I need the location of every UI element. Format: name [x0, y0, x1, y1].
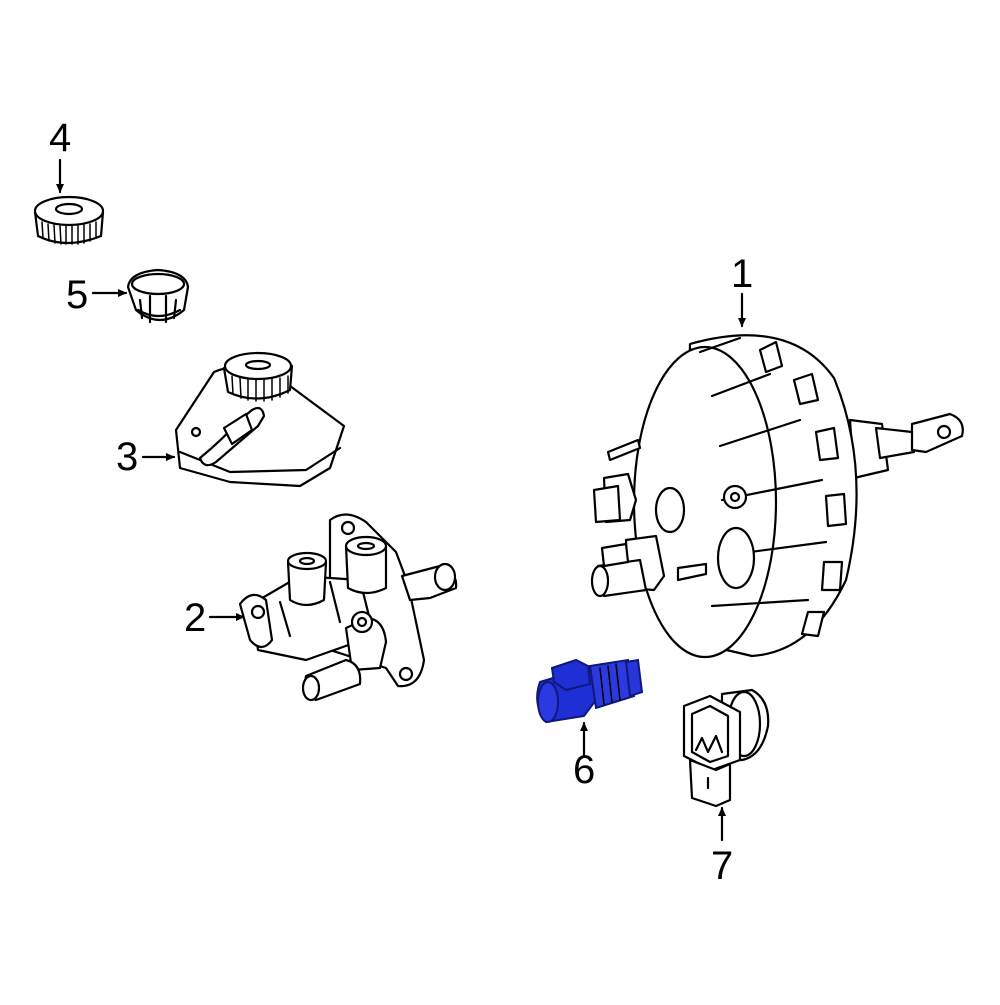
callout-label-2: 2 — [184, 596, 207, 640]
callout-label-1: 1 — [731, 252, 754, 296]
part-7-sensor — [682, 688, 770, 808]
part-4-reservoir-cap — [33, 195, 105, 245]
part-1-brake-booster — [590, 334, 964, 659]
part-2-master-cylinder — [238, 513, 458, 702]
callout-label-5: 5 — [66, 273, 89, 317]
callout-label-6: 6 — [573, 748, 596, 792]
leader-arrows — [56, 158, 746, 842]
part-5-strainer — [126, 268, 190, 324]
callout-label-4: 4 — [49, 116, 72, 160]
callout-label-3: 3 — [116, 435, 139, 479]
part-6-sensor-highlighted[interactable] — [536, 658, 644, 724]
part-3-reservoir — [174, 351, 346, 488]
callout-label-7: 7 — [711, 844, 734, 888]
